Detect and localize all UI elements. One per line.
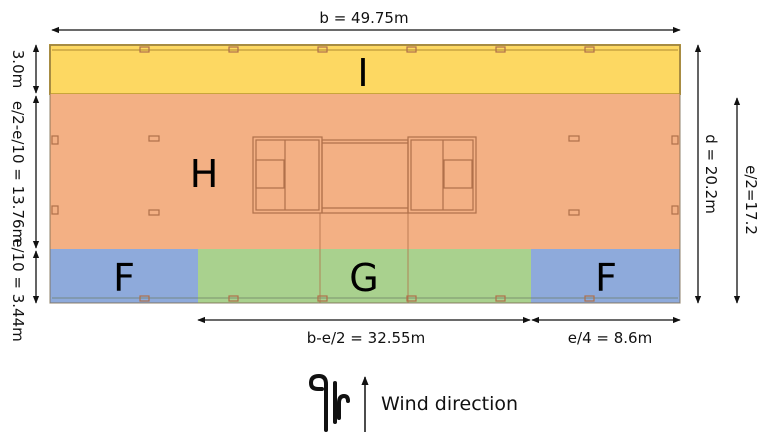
zone-g — [198, 249, 531, 303]
d-label: d = 20.2m — [702, 134, 720, 214]
zone-h-label: H — [190, 152, 219, 196]
zone-i — [49, 44, 681, 95]
zone-h — [50, 94, 680, 249]
wind-icon — [308, 373, 350, 432]
roof-structures — [51, 46, 679, 303]
zone-i-depth-label: 3.0m — [9, 50, 27, 88]
zone-f-left-label: F — [113, 256, 135, 300]
g-width-label: b-e/2 = 32.55m — [307, 329, 425, 347]
zone-f-right-label: F — [595, 256, 617, 300]
e-half-label: e/2=17.2 — [742, 165, 760, 235]
b-label: b = 49.75m — [319, 9, 408, 27]
zone-h-depth-label: e/2-e/10 = 13.76m — [9, 101, 27, 243]
wind-direction-label: Wind direction — [381, 393, 518, 415]
zone-i-label: I — [357, 51, 368, 95]
f-width-label: e/4 = 8.6m — [568, 329, 652, 347]
building-outline — [49, 44, 681, 304]
zone-fg-depth-label: e/10 = 3.44m — [9, 238, 27, 341]
zone-g-label: G — [349, 256, 378, 300]
dimension-lines — [32, 26, 741, 324]
zone-f-left — [50, 249, 198, 303]
zone-f-right — [531, 249, 680, 303]
